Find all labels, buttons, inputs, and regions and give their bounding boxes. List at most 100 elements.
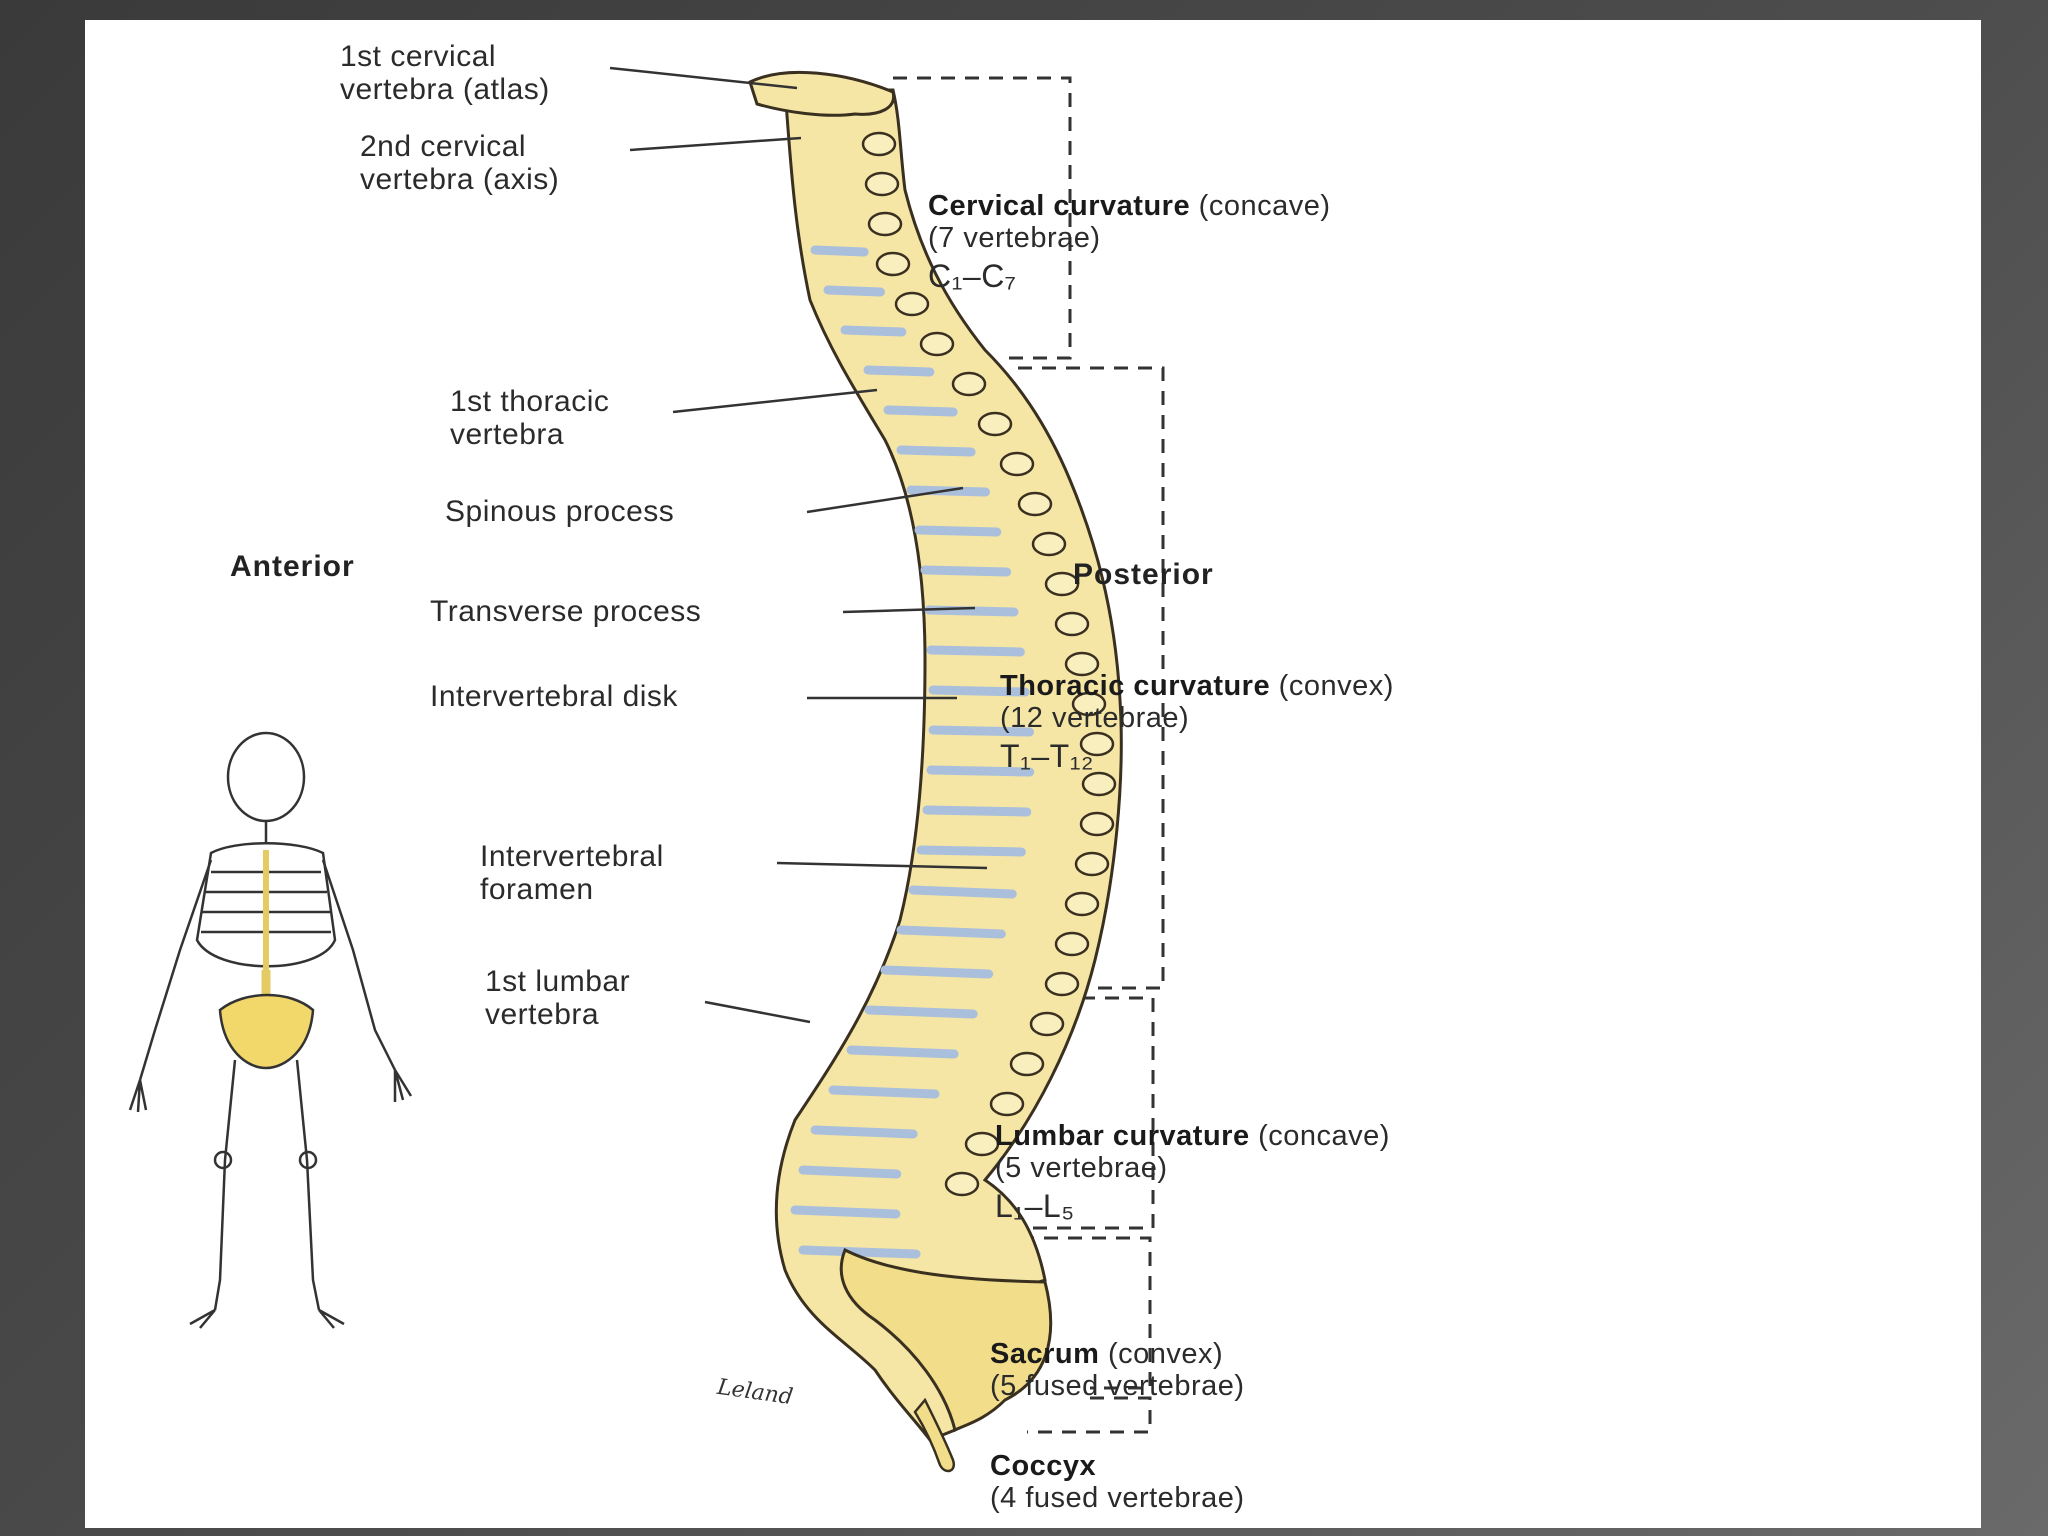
spinous-process [964,1131,1000,1157]
spinous-process [1081,771,1117,797]
bracket-thoracic [1018,366,1165,990]
spinous-process [999,451,1035,477]
spinous-process [1009,1051,1045,1077]
intervertebral-disk [840,325,907,337]
spinous-process [1031,531,1067,557]
intervertebral-disk [922,805,1032,817]
spinous-process [861,131,897,157]
section-thoracic: Thoracic curvature (convex) (12 vertebra… [1000,670,1394,774]
intervertebral-disks [790,245,1035,1259]
section-lumbar: Lumbar curvature (concave) (5 vertebrae)… [995,1120,1390,1224]
atlas-shape [748,70,896,117]
skull [226,731,306,823]
label-intervertebral-disk: Intervertebral disk [430,680,678,713]
region-brackets [893,76,1165,1434]
figure-left-knee [213,1150,233,1170]
leader-t1 [672,388,878,414]
intervertebral-disk [828,1085,940,1099]
figure-left-arm [138,859,213,1081]
label-transverse-process: Transverse process [430,595,702,628]
spinous-process [1071,691,1107,717]
anterior-label: Anterior [230,550,355,583]
figure-ribcage [195,842,337,968]
intervertebral-disk [928,685,1030,697]
bracket-cervical [893,76,1072,360]
bracket-sacrum [1020,1236,1152,1390]
intervertebral-disk [914,525,1002,537]
posterior-label: Posterior [1073,558,1214,591]
intervertebral-disk [823,285,885,297]
figure-right-arm [321,859,397,1071]
intervertebral-disk [908,885,1017,899]
figure-pelvis [218,993,315,1070]
intervertebral-disk [798,1245,921,1259]
spinous-process [1044,971,1080,997]
section-coccyx: Coccyx (4 fused vertebrae) [990,1450,1245,1514]
intervertebral-disk [846,1045,959,1059]
figure-right-knee [298,1150,318,1170]
spinous-process [977,411,1013,437]
spinous-processes [861,131,1117,1197]
intervertebral-disk [880,965,994,979]
spinous-process [864,171,900,197]
intervertebral-disk [916,845,1026,857]
intervertebral-disk [883,405,958,417]
intervertebral-disk [896,925,1006,939]
spinous-process [919,331,955,357]
spinous-process [989,1091,1025,1117]
sacrum-shape [839,1247,1053,1433]
figure-right-leg [295,1059,321,1311]
skeleton-figure [128,731,413,1329]
figure-right-hand [393,1069,413,1102]
label-spinous-process: Spinous process [445,495,675,528]
section-sacrum: Sacrum (convex) (5 fused vertebrae) [990,1338,1245,1402]
spinous-process [1044,571,1080,597]
intervertebral-disk [863,365,935,377]
intervertebral-disk [924,605,1019,617]
section-cervical: Cervical curvature (concave) (7 vertebra… [928,190,1331,294]
intervertebral-disk [928,725,1034,737]
intervertebral-disk [810,245,869,257]
spinous-process [1064,891,1100,917]
leader-spinous [806,486,964,514]
spinous-process [875,251,911,277]
spinous-process [894,291,930,317]
leader-lines [609,66,988,1024]
spinous-process [951,371,987,397]
spinous-process [1054,611,1090,637]
coccyx-shape [913,1397,956,1473]
spinous-process [944,1171,980,1197]
intervertebral-disk [926,765,1035,777]
intervertebral-disk [798,1165,902,1179]
spinous-process [1079,811,1115,837]
intervertebral-disk [810,1125,918,1139]
intervertebral-disk [920,565,1012,577]
spinous-process [1029,1011,1065,1037]
figure-right-foot [318,1308,345,1329]
bracket-lumbar [1025,996,1155,1230]
bracket-coccyx [1027,1396,1152,1434]
figure-left-leg [213,1059,237,1311]
leader-l1 [704,1000,811,1024]
spinous-process [867,211,903,237]
intervertebral-disk [926,645,1025,657]
leader-c1 [609,66,798,90]
figure-left-foot [189,1308,216,1329]
spinous-process [1064,651,1100,677]
vertebral-column [748,70,1123,1473]
spinous-process [1017,491,1053,517]
intervertebral-disk [790,1205,901,1219]
intervertebral-disk [864,1005,978,1019]
figure-left-hand [128,1079,148,1113]
spinous-process [1054,931,1090,957]
spinous-process [1074,851,1110,877]
leader-foramen [776,861,988,870]
spinous-process [1079,731,1115,757]
leader-c2 [629,136,802,152]
